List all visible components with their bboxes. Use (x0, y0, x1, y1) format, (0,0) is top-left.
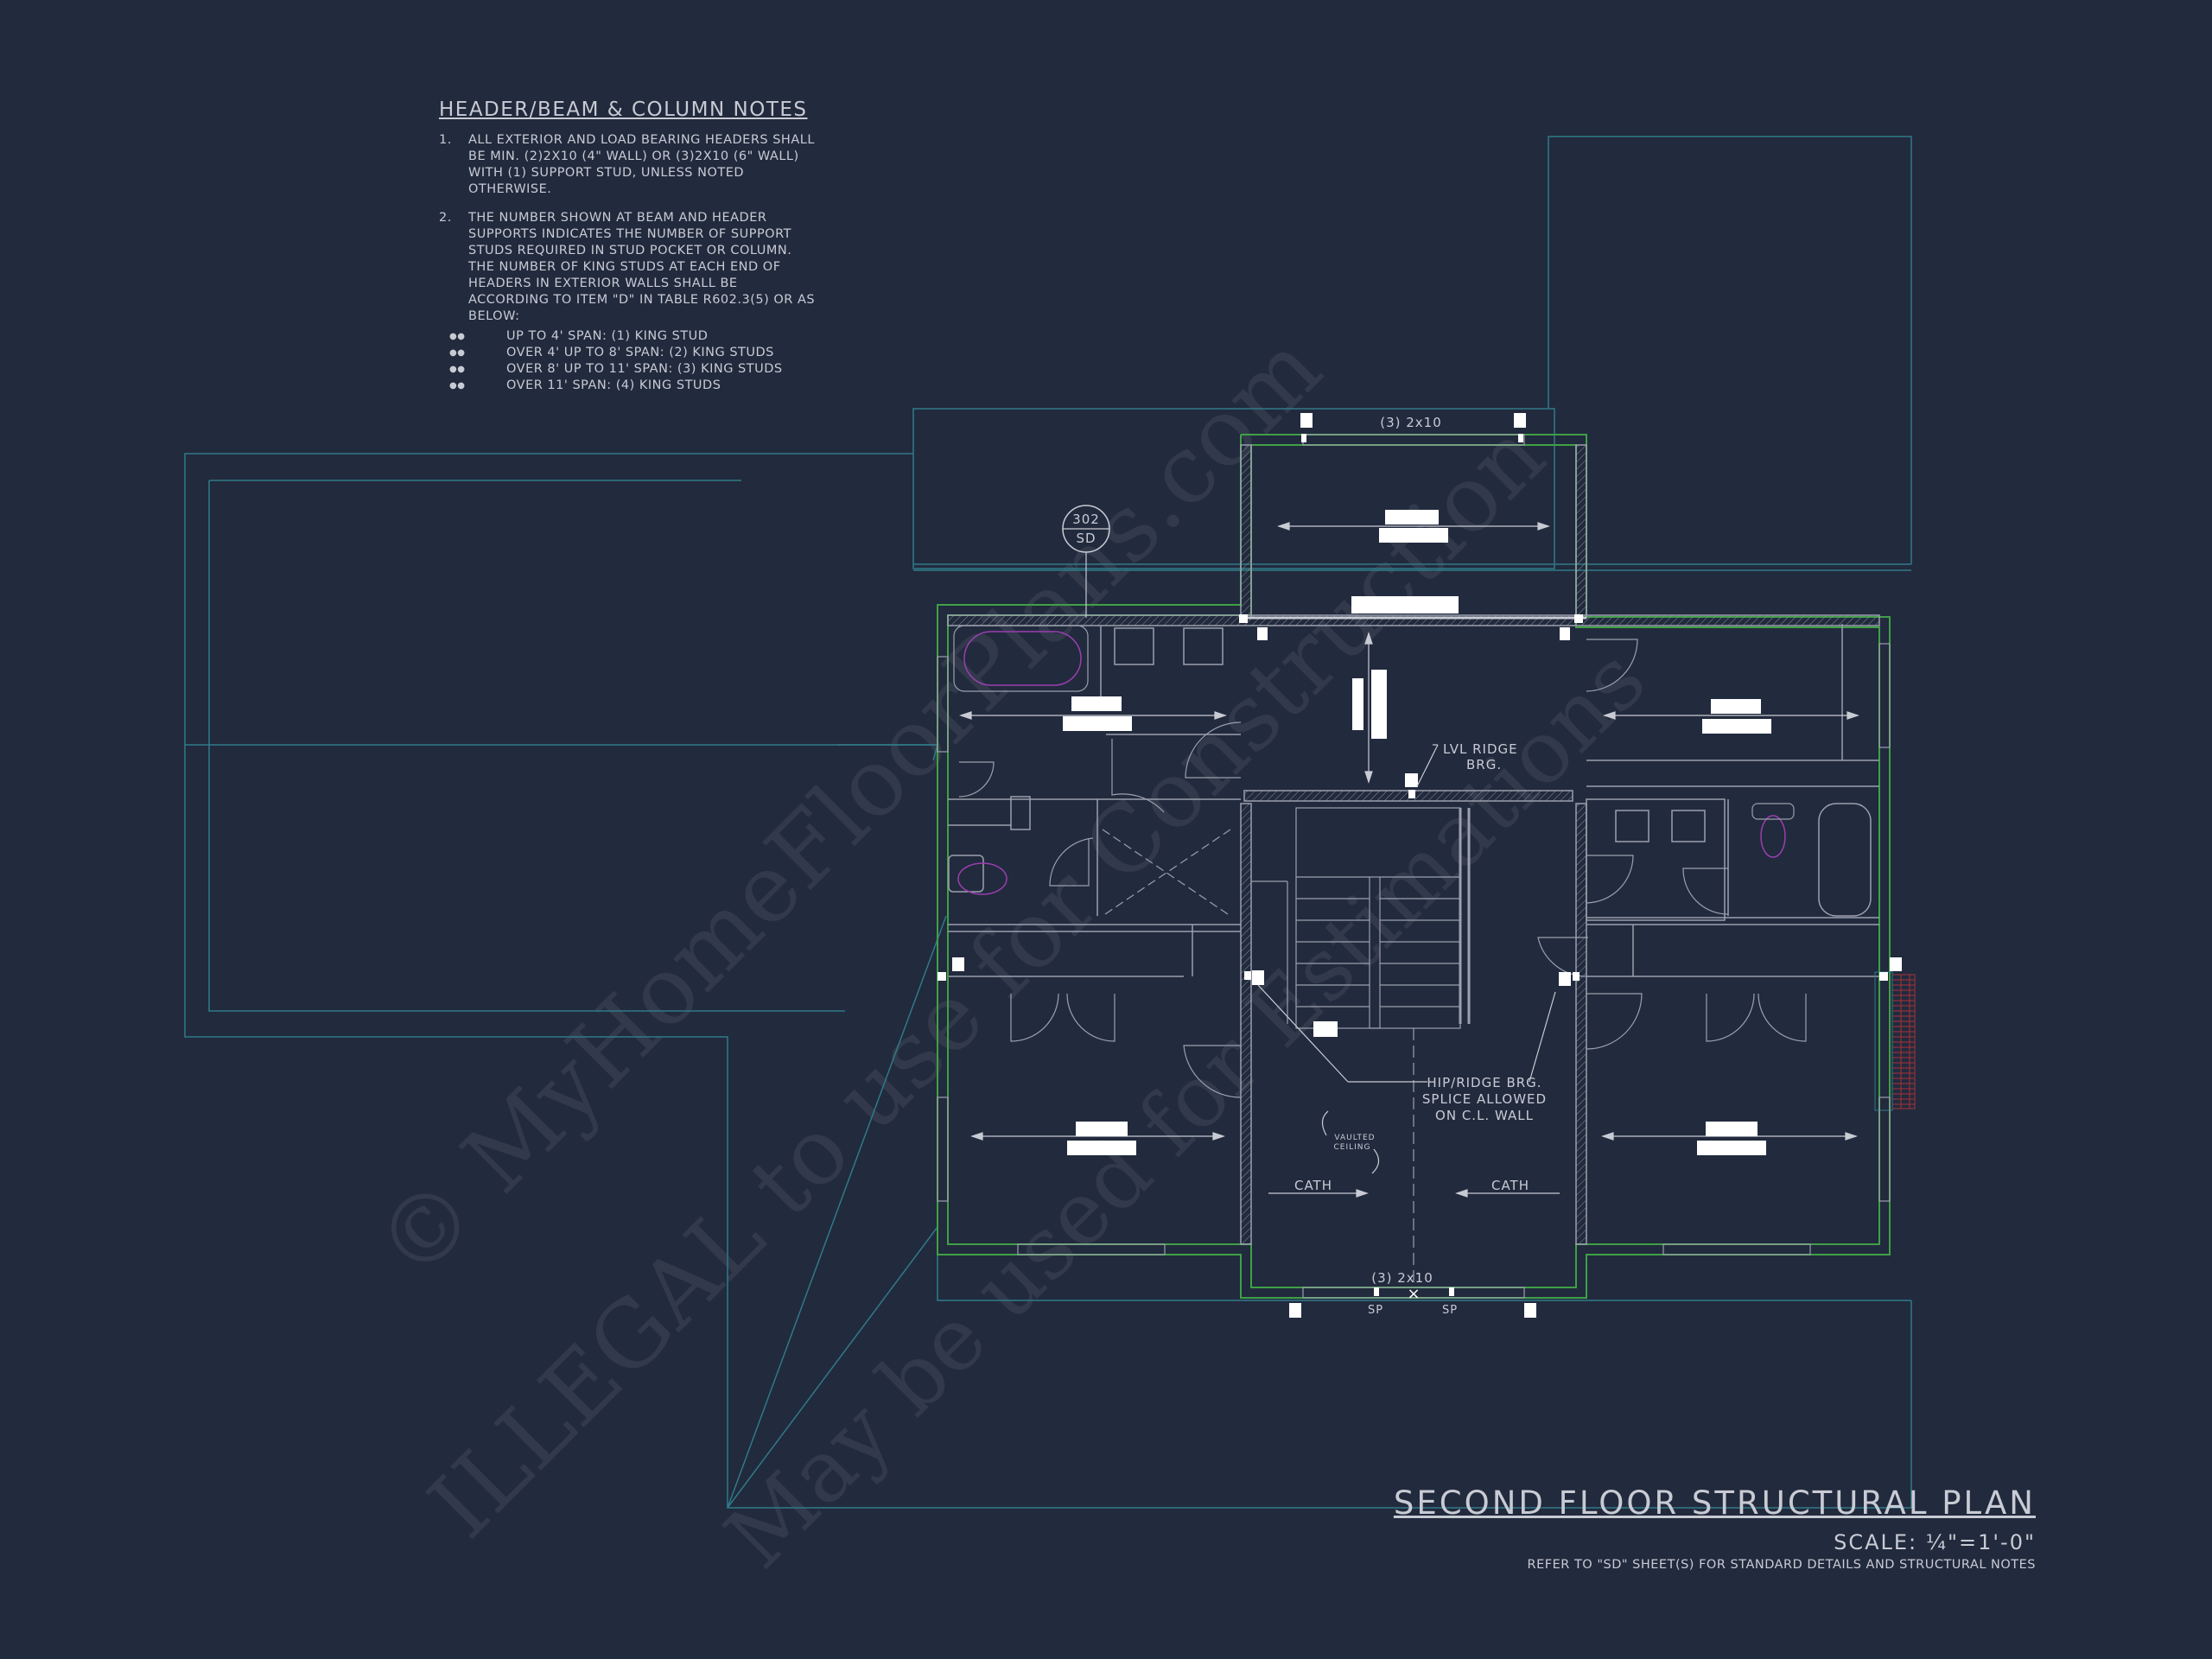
note-bullet: ●●UP TO 4' SPAN: (1) KING STUD (449, 329, 709, 343)
roof-outline (184, 136, 1912, 1509)
sp-label-left: SP (1368, 1304, 1383, 1317)
lvl-ridge-label-2: BRG. (1466, 757, 1502, 772)
windows (937, 434, 1891, 1299)
note-text: THE NUMBER SHOWN AT BEAM AND HEADER SUPP… (468, 211, 816, 323)
header-beam-column-notes: HEADER/BEAM & COLUMN NOTES 1. ALL EXTERI… (439, 99, 819, 394)
hip-ridge-label-1: HIP/RIDGE BRG. (1427, 1075, 1541, 1090)
span-arrows (959, 522, 1859, 1198)
stairs (1102, 807, 1471, 1029)
cath-label-left: CATH (1294, 1178, 1332, 1193)
ridge-end-x-marker: × (1407, 1285, 1420, 1303)
fixture-outlines (953, 625, 1795, 820)
section-ref-number: 302 (1072, 512, 1100, 527)
note-bullet: ●●OVER 4' UP TO 8' SPAN: (2) KING STUDS (449, 346, 774, 359)
refer-note: REFER TO "SD" SHEET(S) FOR STANDARD DETA… (1527, 1558, 2036, 1572)
hip-ridge-label-2: SPLICE ALLOWED (1422, 1091, 1547, 1107)
note-item-1: 1. ALL EXTERIOR AND LOAD BEARING HEADERS… (439, 132, 819, 198)
section-reference-bubble (1062, 505, 1110, 618)
note-number: 1. (439, 133, 452, 147)
hip-ridge-label-3: ON C.L. WALL (1435, 1108, 1534, 1123)
note-bullet: ●●OVER 11' SPAN: (4) KING STUDS (449, 378, 721, 392)
title-block: SECOND FLOOR STRUCTURAL PLAN SCALE: ¼"=1… (1394, 1484, 2036, 1572)
plumbing-fixtures (957, 631, 1786, 895)
section-ref-sheet: SD (1076, 531, 1096, 546)
label-leaders (1257, 744, 1556, 1174)
note-item-2: 2. THE NUMBER SHOWN AT BEAM AND HEADER S… (439, 210, 819, 325)
notes-title: HEADER/BEAM & COLUMN NOTES (439, 99, 808, 121)
interior-walls (947, 444, 1880, 1245)
vaulted-ceiling-label-2: CEILING (1334, 1143, 1371, 1152)
top-header-label: (3) 2x10 (1380, 415, 1442, 430)
sp-label-right: SP (1442, 1304, 1458, 1317)
cath-label-right: CATH (1491, 1178, 1529, 1193)
door-swings (958, 639, 1807, 1098)
note-bullet: ●●OVER 8' UP TO 11' SPAN: (3) KING STUDS (449, 362, 783, 376)
note-text: ALL EXTERIOR AND LOAD BEARING HEADERS SH… (468, 133, 815, 196)
drawing-scale: SCALE: ¼"=1'-0" (1834, 1530, 2036, 1554)
drawing-title: SECOND FLOOR STRUCTURAL PLAN (1393, 1484, 2036, 1522)
brick-veneer (1891, 974, 1916, 1109)
note-number: 2. (439, 211, 452, 225)
vaulted-ceiling-label-1: VAULTED (1334, 1134, 1375, 1142)
bottom-header-label: (3) 2x10 (1371, 1270, 1433, 1286)
post-markers (938, 413, 1902, 1318)
lvl-ridge-label-1: LVL RIDGE (1443, 741, 1518, 757)
beam-label-blocks (1063, 510, 1771, 1155)
